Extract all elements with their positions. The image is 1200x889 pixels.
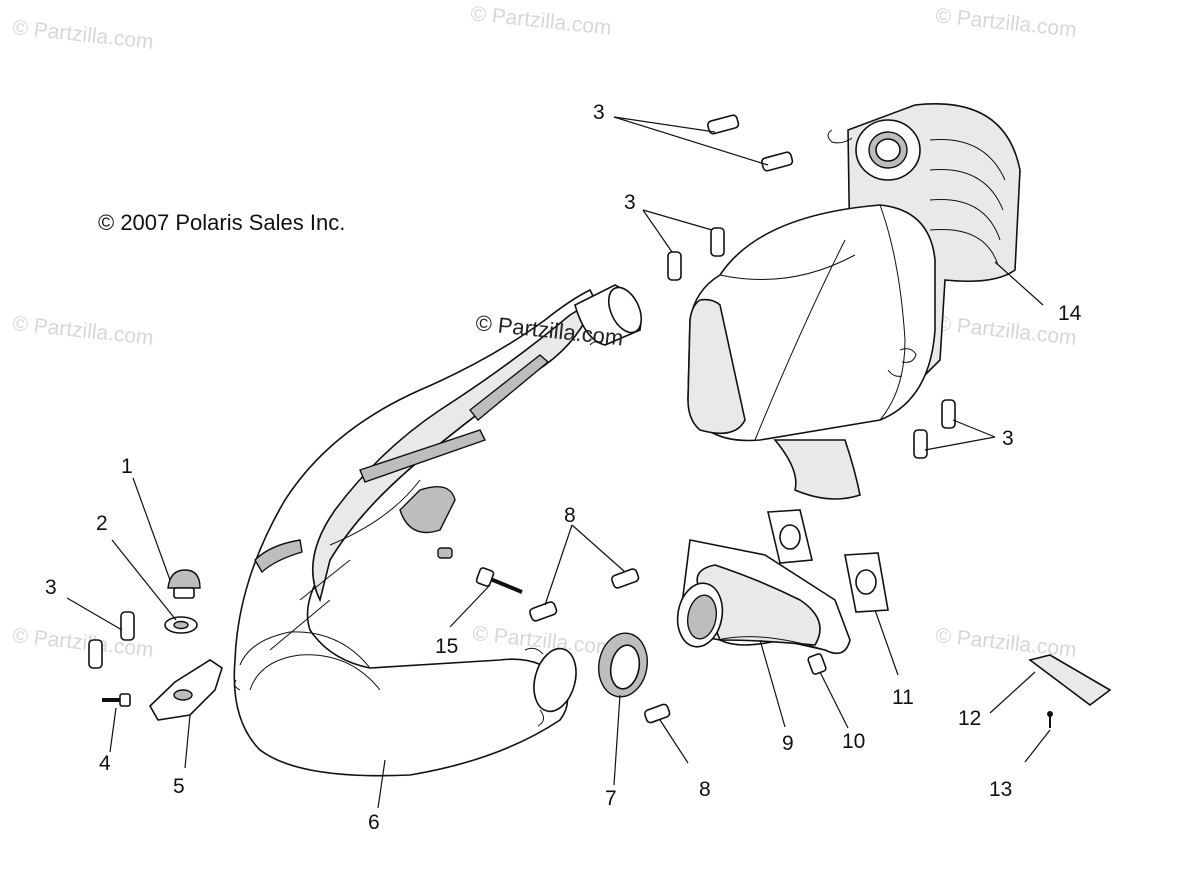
callout-15: 15 [435,635,458,658]
watermark: © Partzilla.com [469,2,612,40]
callout-14: 14 [1058,302,1082,325]
callout-labels: 1 2 3 3 3 3 4 5 6 7 8 8 9 10 11 12 13 14… [45,101,1082,834]
callout-3: 3 [624,191,636,214]
callout-11: 11 [892,686,914,709]
watermark: © Partzilla.com [934,312,1077,350]
watermark: © Partzilla.com [11,16,154,54]
callout-12: 12 [958,707,981,730]
watermark: © Partzilla.com [934,4,1077,42]
callout-4: 4 [99,752,111,775]
callout-8: 8 [564,504,576,527]
watermark: © Partzilla.com [934,624,1077,662]
copyright-text: © 2007 Polaris Sales Inc. [98,210,345,235]
callout-13: 13 [989,778,1012,801]
leader-lines [66,116,1051,809]
watermark: © Partzilla.com [471,622,614,660]
springs [88,114,956,724]
callout-3: 3 [45,576,57,599]
callout-6: 6 [368,811,380,834]
callout-1: 1 [121,455,133,478]
callout-8: 8 [699,778,711,801]
silencer-assembly [687,103,1021,500]
callout-3: 3 [1002,427,1014,450]
callout-2: 2 [96,512,108,535]
small-parts [102,509,1112,728]
watermark: © Partzilla.com [11,312,154,350]
exhaust-pipe [233,284,643,777]
callout-5: 5 [173,775,185,798]
callout-3: 3 [593,101,605,124]
callout-7: 7 [605,787,617,810]
callout-10: 10 [842,730,865,753]
callout-9: 9 [782,732,794,755]
